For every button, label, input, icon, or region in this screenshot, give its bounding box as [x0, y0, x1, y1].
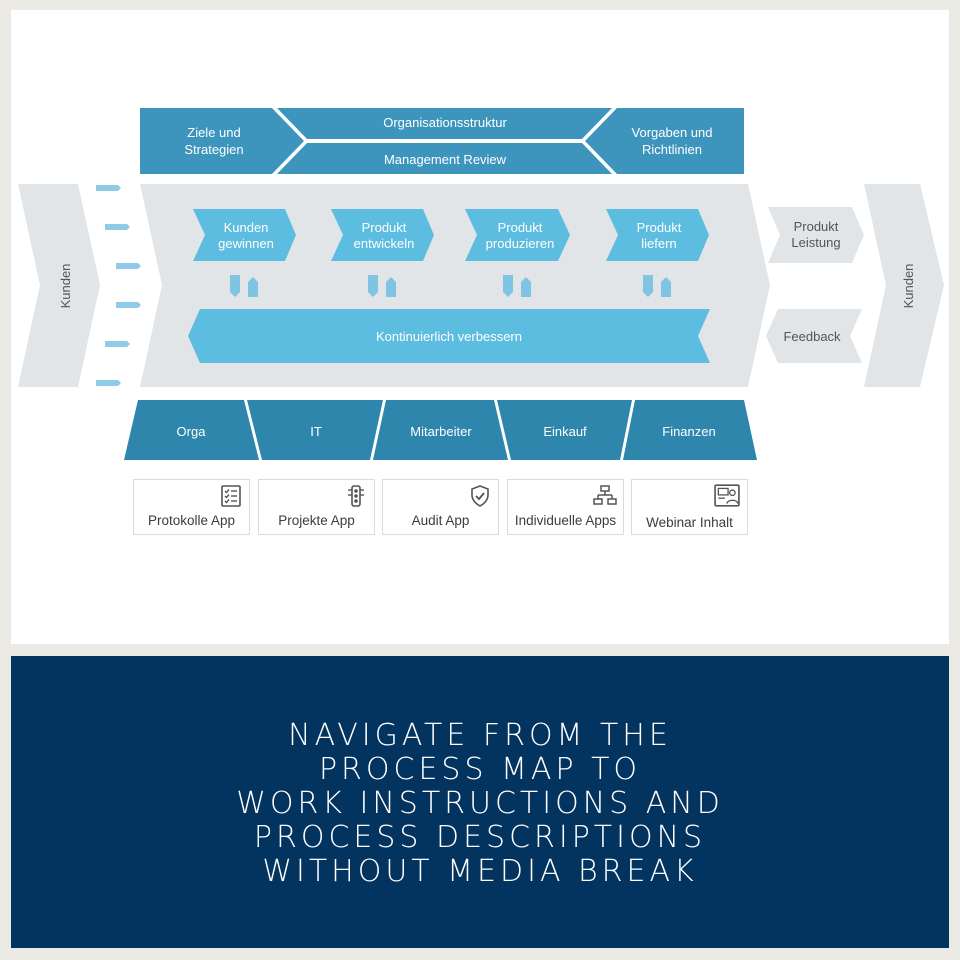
process-map: Kunden Ziele und Strategien Organisation… [18, 108, 944, 460]
process-label-line1: Produkt [637, 220, 682, 235]
guidelines-line1: Vorgaben und [632, 125, 713, 140]
up-arrow-icon [661, 277, 671, 297]
support-label: Mitarbeiter [410, 424, 472, 439]
support-label: IT [310, 424, 322, 439]
support-label: Finanzen [662, 424, 715, 439]
headline-banner: NAVIGATE FROM THE PROCESS MAP TO WORK IN… [11, 656, 949, 948]
up-arrow-icon [521, 277, 531, 297]
headline-text: NAVIGATE FROM THE PROCESS MAP TO WORK IN… [130, 719, 830, 889]
org-structure-box[interactable] [277, 108, 612, 139]
input-arrow [116, 302, 141, 308]
support-label: Einkauf [543, 424, 587, 439]
down-arrow-icon [503, 275, 513, 297]
guidelines-box[interactable] [585, 108, 744, 174]
process-label-line2: entwickeln [354, 236, 415, 251]
process-product-develop[interactable] [331, 209, 434, 261]
link-arrows [230, 275, 671, 297]
input-arrow [96, 185, 121, 191]
headline-line: NAVIGATE FROM THE [288, 718, 672, 753]
management-review-label: Management Review [384, 152, 507, 167]
checklist-icon [221, 485, 241, 507]
process-label-line2: liefern [641, 236, 676, 251]
support-einkauf[interactable] [497, 400, 632, 460]
customer-left-chevron[interactable] [18, 184, 100, 387]
guidelines-line2: Richtlinien [642, 142, 702, 157]
customer-left-label: Kunden [58, 264, 73, 309]
app-card-projekte[interactable]: Projekte App [258, 479, 375, 535]
product-output-line1: Produkt [794, 219, 839, 234]
feedback-label: Feedback [783, 329, 841, 344]
shield-check-icon [471, 485, 489, 507]
process-product-deliver[interactable] [606, 209, 709, 261]
input-arrow [96, 380, 121, 386]
presentation-icon [714, 484, 740, 507]
goals-strategies-line2: Strategien [184, 142, 243, 157]
app-label: Webinar Inhalt [646, 515, 733, 530]
app-label: Audit App [411, 513, 470, 528]
process-label-line2: gewinnen [218, 236, 274, 251]
input-arrow [105, 341, 130, 347]
app-label: Protokolle App [147, 513, 236, 528]
input-arrow [105, 224, 130, 230]
headline-line: PROCESS MAP TO [318, 752, 642, 787]
app-label: Individuelle Apps [514, 513, 617, 528]
org-structure-label: Organisationsstruktur [383, 115, 507, 130]
continuous-improvement-label: Kontinuierlich verbessern [376, 329, 522, 344]
traffic-light-icon [348, 485, 364, 507]
process-customer-acquire[interactable] [193, 209, 296, 261]
process-label-line1: Kunden [224, 220, 269, 235]
sitemap-icon [593, 485, 617, 505]
headline-line: WITHOUT MEDIA BREAK [262, 854, 698, 889]
down-arrow-icon [230, 275, 240, 297]
management-review-box[interactable] [277, 143, 612, 174]
headline-line: WORK INSTRUCTIONS AND [236, 786, 724, 821]
customer-right-chevron[interactable] [864, 184, 944, 387]
goals-strategies-line1: Ziele und [187, 125, 240, 140]
headline-line: PROCESS DESCRIPTIONS [253, 820, 707, 855]
support-orga[interactable] [124, 400, 259, 460]
process-label-line1: Produkt [362, 220, 407, 235]
input-arrows [96, 185, 141, 386]
up-arrow-icon [386, 277, 396, 297]
product-output-line2: Leistung [791, 235, 840, 250]
product-output-arrow[interactable] [768, 207, 864, 263]
support-label: Orga [177, 424, 207, 439]
up-arrow-icon [248, 277, 258, 297]
support-mitarbeiter[interactable] [373, 400, 508, 460]
app-card-individuelle[interactable]: Individuelle Apps [507, 479, 624, 535]
app-label: Projekte App [278, 513, 355, 528]
process-label-line2: produzieren [486, 236, 555, 251]
goals-strategies-box[interactable] [140, 108, 304, 174]
support-finanzen[interactable] [623, 400, 757, 460]
app-card-protokolle[interactable]: Protokolle App [133, 479, 250, 535]
support-it[interactable] [247, 400, 383, 460]
down-arrow-icon [368, 275, 378, 297]
process-product-produce[interactable] [465, 209, 570, 261]
feedback-arrow[interactable] [766, 309, 862, 363]
process-label-line1: Produkt [498, 220, 543, 235]
input-arrow [116, 263, 141, 269]
app-card-webinar[interactable]: Webinar Inhalt [631, 479, 748, 535]
down-arrow-icon [643, 275, 653, 297]
customer-right-label: Kunden [901, 264, 916, 309]
continuous-improvement-arrow[interactable] [188, 309, 710, 363]
app-card-audit[interactable]: Audit App [382, 479, 499, 535]
